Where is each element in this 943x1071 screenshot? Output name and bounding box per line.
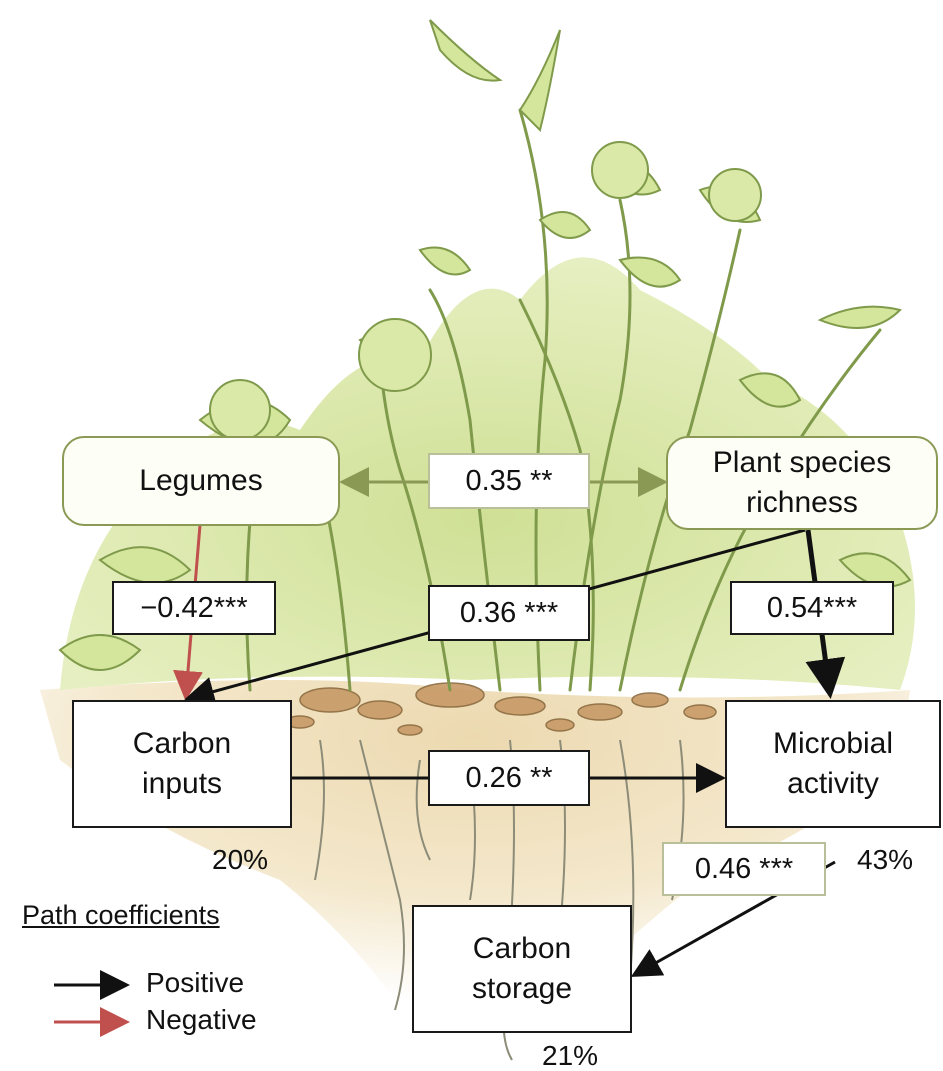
coef-legumes-richness-label: 0.35 ** <box>465 465 552 498</box>
node-carbon-storage-label-line2: storage <box>472 969 572 1009</box>
pct-carbon-storage: 21% <box>542 1040 598 1071</box>
pct-carbon-inputs: 20% <box>212 844 268 876</box>
node-carbon-storage: Carbon storage <box>412 905 632 1033</box>
node-carbon-inputs-label-line2: inputs <box>142 764 222 804</box>
coef-richness-microbial-label: 0.54*** <box>767 592 857 625</box>
node-carbon-storage-label-line1: Carbon <box>473 929 571 969</box>
node-carbon-inputs-label-line1: Carbon <box>133 724 231 764</box>
coef-richness-microbial: 0.54*** <box>730 581 894 635</box>
node-microbial-label-line1: Microbial <box>773 724 893 764</box>
node-legumes: Legumes <box>62 436 340 526</box>
coef-microbial-carbon-storage-label: 0.46 *** <box>695 853 793 886</box>
legend-title: Path coefficients <box>22 900 220 931</box>
coef-carbon-inputs-microbial-label: 0.26 ** <box>465 762 552 795</box>
node-plant-species-richness: Plant species richness <box>666 436 938 530</box>
coef-richness-carbon-inputs: 0.36 *** <box>428 585 590 641</box>
node-richness-label-line1: Plant species <box>713 443 891 483</box>
node-carbon-inputs: Carbon inputs <box>72 700 292 828</box>
node-microbial-activity: Microbial activity <box>725 700 941 828</box>
legend-negative: Negative <box>146 1004 257 1036</box>
legend-positive: Positive <box>146 967 244 999</box>
pct-microbial-activity: 43% <box>857 844 913 876</box>
coef-legumes-carbon-inputs: −0.42*** <box>112 581 276 635</box>
coef-microbial-carbon-storage: 0.46 *** <box>662 842 826 896</box>
coef-legumes-richness: 0.35 ** <box>428 453 590 509</box>
coef-carbon-inputs-microbial: 0.26 ** <box>428 750 590 806</box>
node-richness-label-line2: richness <box>746 483 858 523</box>
coef-legumes-carbon-inputs-label: −0.42*** <box>140 592 247 625</box>
node-microbial-label-line2: activity <box>787 764 879 804</box>
legend-positive-label: Positive <box>146 967 244 999</box>
legend-negative-label: Negative <box>146 1004 257 1036</box>
node-legumes-label: Legumes <box>139 461 262 501</box>
coef-richness-carbon-inputs-label: 0.36 *** <box>460 597 558 630</box>
